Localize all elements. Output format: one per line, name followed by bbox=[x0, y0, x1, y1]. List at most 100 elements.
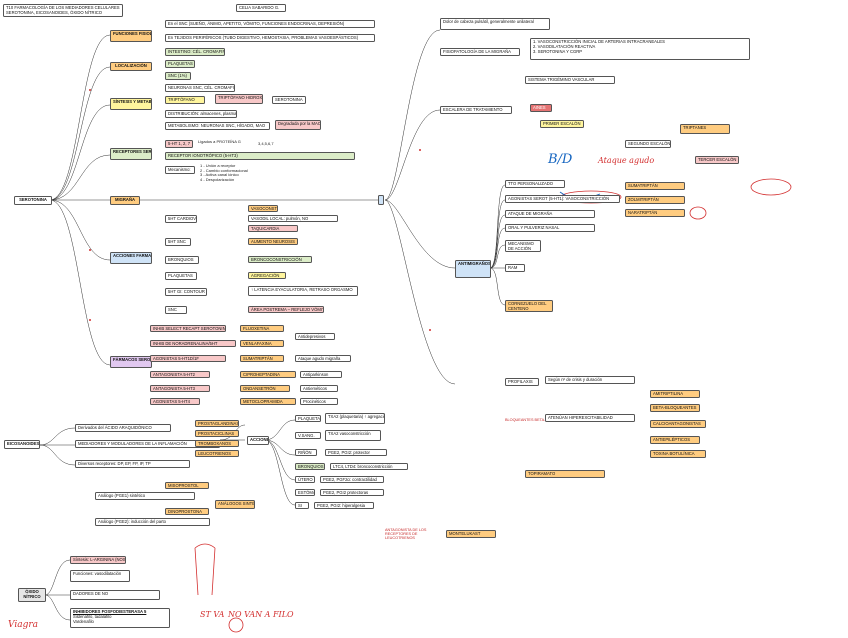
fisio-line: 1. VASOCONSTRICCIÓN INICIAL DE ARTERIAS … bbox=[533, 39, 665, 44]
af-neurosis: AUMENTO NEUROSIS bbox=[248, 238, 298, 245]
af-agregacion: AGREGACIÓN bbox=[248, 272, 286, 279]
sint-triptofano: TRIPTÓFANO bbox=[165, 96, 205, 104]
antimig-oral: ORAL Y PULVERIZ NASAL bbox=[505, 224, 595, 232]
loc-intestino: INTESTINO: CÉL. CROMAFINES (90%) bbox=[165, 48, 225, 56]
rec-mecanismo-lines: 1 - Unión a receptor 2 - Cambio conforma… bbox=[200, 163, 248, 182]
eico-acc-rinon-desc: PGE2, PGI2: protector bbox=[325, 449, 387, 456]
eico-tipo-tx: TROMBOXANOS bbox=[195, 440, 239, 447]
eico-tipo-pc: PROSTACICLINAS bbox=[195, 430, 239, 437]
prof-desc: Según nº de crisis y duración bbox=[545, 376, 635, 384]
af-latencia: ↑ LATENCIA EYACULATORIA, RETRASO ORGASMO bbox=[248, 286, 358, 296]
antimig-ataque: ATAQUE DE MIGRAÑA bbox=[505, 210, 595, 218]
sint-degradada: Degradada por la MAO bbox=[275, 120, 321, 130]
eico-misoprostol-desc: Análogo (PGE1) sintético bbox=[95, 492, 195, 500]
prof-betabloq: BETA-BLOQUEANTES bbox=[650, 404, 700, 412]
trip-zolmitriptan: ZOLMITRIPTÁN bbox=[625, 196, 685, 204]
branch-receptores: RECEPTORES SEROTONINÉRGICOS bbox=[110, 148, 152, 160]
farm-metoclopramida: METOCLOPRAMIDA bbox=[240, 398, 296, 405]
rec-ionotropico: RECEPTOR IONOTRÓPICO (5-HT3) bbox=[165, 152, 355, 160]
sint-distribucion: DISTRIBUCIÓN: almacenes, plasma bbox=[165, 110, 237, 118]
rec-ligados: Ligados a PROTEÍNA G bbox=[198, 139, 241, 144]
farm-uso-5: Antieméticos bbox=[300, 385, 338, 392]
loc-snc: SNC (1%) bbox=[165, 72, 191, 80]
prof-amitriptilina: AMITRIPTILINA bbox=[650, 390, 700, 398]
migraña-hub: MIGRAÑA bbox=[110, 196, 140, 205]
af-bronquios: BRONQUIOS bbox=[165, 256, 199, 264]
funcion-snc: En el SNC (SUEÑO, ÁNIMO, APETITO, VÓMITO… bbox=[165, 20, 375, 28]
eico-acc-vsang: V.SANG. bbox=[295, 432, 321, 439]
title-line-2: SEROTONINA, EICOSANOIDES, ÓXIDO NÍTRICO bbox=[6, 9, 103, 15]
rec-5ht-127: 5-HT 1, 2, 7 bbox=[165, 140, 193, 148]
prof-montelukast: MONTELUKAST bbox=[446, 530, 496, 538]
af-snc: 5HT SNC bbox=[165, 238, 191, 246]
author-label: CELIA SABARIDO G. bbox=[236, 4, 286, 12]
prof-antag-leuco: ANTAGONISTA DE LOS RECEPTORES DE LEUCOTR… bbox=[385, 528, 427, 540]
eico-acc-plaquetas-desc: TXA2 (plaquetaria) ↑ agregación bbox=[325, 413, 385, 424]
farm-grupo-5: ANTAGONISTA 5-HT3 bbox=[150, 385, 210, 392]
annotation-st-va: ST VA bbox=[200, 610, 225, 619]
sint-metabolismo: METABOLISMO: NEURONAS SNC, HÍGADO, MAO bbox=[165, 122, 270, 130]
eico-analogos: ANÁLOGOS SINTÉTICOS bbox=[215, 500, 255, 509]
antimig-tto: TTO PERSONALIZADO bbox=[505, 180, 565, 188]
eico-dinoprostona-desc: Análogo (PGE2): inducción del parto bbox=[95, 518, 210, 526]
annotation-no-van: NO VAN A FILO bbox=[228, 610, 294, 619]
farm-grupo-4: ANTAGONISTA 5-HT2 bbox=[150, 371, 210, 378]
antimig-ram: RAM bbox=[505, 264, 525, 272]
prof-bloqueantes: BLOQUEANTES BETA-BLOQ bbox=[505, 418, 556, 422]
no-inhibidores: INHIBIDORES FOSFODIESTERASA 5 Sildenafil… bbox=[70, 608, 170, 628]
af-taquicardia: TAQUICARDIA bbox=[248, 225, 298, 232]
branch-funciones: FUNCIONES FISIOLÓGICAS bbox=[110, 30, 152, 42]
af-cardiov: 5HT CARDIOV bbox=[165, 215, 197, 223]
antimig-cornezuelo: CORNEZUELO DEL CENTENO bbox=[505, 300, 553, 312]
mec-line: 2 - Cambio conformacional bbox=[200, 167, 248, 173]
no-inhib-title: INHIBIDORES FOSFODIESTERASA 5 bbox=[73, 609, 147, 614]
prof-calcioantag: CALCIOANTAGONISTAS bbox=[650, 420, 706, 428]
mig-sistema: SISTEMA TRIGÉMINO VASCULAR bbox=[525, 76, 615, 84]
eico-acc-estomago-desc: PGE2, PGI2 protectoras bbox=[320, 489, 384, 496]
rec-mecanismo: Mecanismo: bbox=[165, 166, 195, 174]
af-vomito: ÁREA POSTREMA – REFLEJO VÓMITO bbox=[248, 306, 324, 313]
farm-grupo-3: AGONISTAS 5-HT1D/1F bbox=[150, 355, 226, 362]
branch-localizacion: LOCALIZACIÓN bbox=[110, 62, 152, 71]
sint-hidroxilasa: TRIPTÓFANO HIDROXILASA bbox=[215, 94, 263, 104]
no-inhib-line: Vardenafilo bbox=[73, 618, 94, 624]
no-inhib-line: Sildenafilo, tadalafilo bbox=[73, 613, 112, 619]
eico-tipo-pg: PROSTAGLANDINAS bbox=[195, 420, 239, 427]
mig-triptanes: TRIPTANES bbox=[680, 124, 730, 134]
eico-acc-plaquetas: PLAQUETAS bbox=[295, 415, 321, 422]
serotonina-hub: SEROTONINA bbox=[14, 196, 52, 205]
fisio-line: 2. VASODILATACIÓN REACTIVA bbox=[533, 43, 596, 49]
mig-escalera: ESCALERA DE TRATAMIENTO bbox=[440, 106, 512, 114]
af-vasoconst: VASOCONST bbox=[248, 205, 278, 212]
annotation-viagra: Viagra bbox=[8, 620, 39, 630]
eico-derivados: Derivados del ÁCIDO ARAQUIDÓNICO bbox=[75, 424, 171, 432]
rec-seq: 3,4,5,6,7 bbox=[258, 141, 274, 146]
farm-venlafaxina: VENLAFAXINA bbox=[240, 340, 284, 347]
mig-aines: AINES bbox=[530, 104, 552, 112]
sint-serotonina: SEROTONINA bbox=[272, 96, 306, 104]
antimig-profilaxis: PROFILAXIS bbox=[505, 378, 539, 386]
farm-ondansetron: ONDANSETRÓN bbox=[240, 385, 290, 392]
no-funciones: Funciones: vasodilatación bbox=[70, 570, 130, 582]
antimig-hub: ANTIMIGRAÑOSOS bbox=[455, 260, 491, 278]
no-dadores: DADORES DE NO bbox=[70, 590, 160, 600]
annotation-bd: B/D bbox=[548, 152, 573, 167]
mig-fisio-lines: 1. VASOCONSTRICCIÓN INICIAL DE ARTERIAS … bbox=[530, 38, 750, 60]
af-plaquetas: PLAQUETAS bbox=[165, 272, 197, 280]
eico-acc-si: SI bbox=[295, 502, 309, 509]
farm-grupo-2: INHIB DE NORADRENALINA/5HT bbox=[150, 340, 236, 347]
eico-misoprostol: MISOPROSTOL bbox=[165, 482, 209, 489]
eicosanoides-hub: EICOSANOIDES bbox=[4, 440, 40, 449]
af-vasodil: VASODIL LOCAL: pulmón, NO bbox=[248, 215, 338, 222]
branch-acciones-farmacologicas: ACCIONES FARMACOLÓGICAS bbox=[110, 252, 152, 264]
prof-atenuan: ATENÚAN HIPEREXCITABILIDAD bbox=[545, 414, 635, 422]
mec-line: 4 - Despolarización bbox=[200, 176, 235, 182]
sint-neuronas: NEURONAS SNC, CÉL. CROMAFINES bbox=[165, 84, 235, 92]
farm-uso-3: Ataque agudo migraña bbox=[295, 355, 351, 362]
eico-acc-rinon: RIÑÓN bbox=[295, 449, 317, 456]
farm-uso-4: Antiparkinson bbox=[300, 371, 342, 378]
mig-dolor: Dolor de cabeza pulsátil, generalmente u… bbox=[440, 18, 550, 30]
oxido-nitrico-hub: ÓXIDO NÍTRICO bbox=[18, 588, 46, 602]
farm-ciproheptadina: CIPROHEPTADINA bbox=[240, 371, 296, 378]
